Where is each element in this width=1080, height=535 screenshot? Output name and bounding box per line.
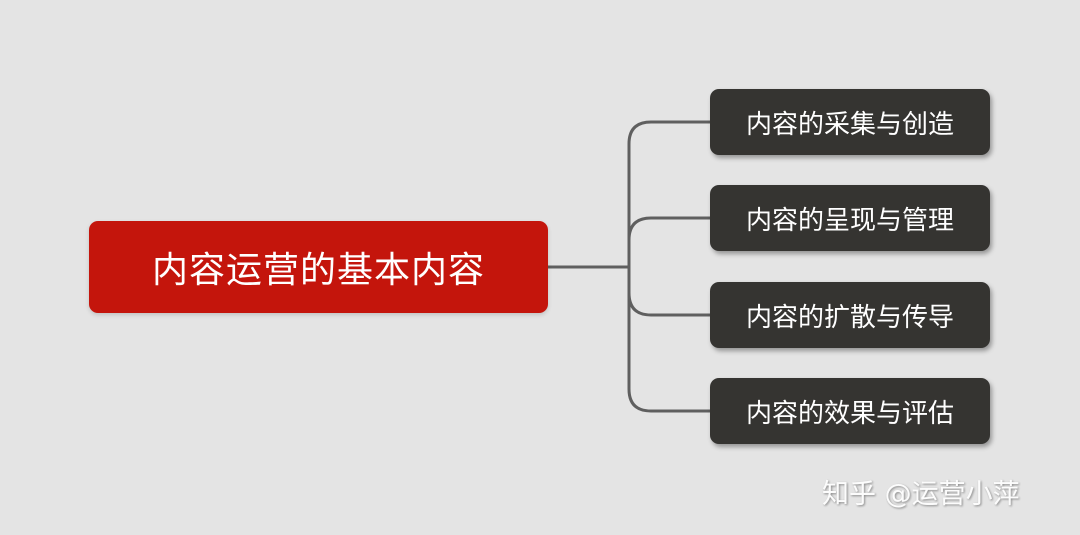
child-label: 内容的扩散与传导	[745, 302, 954, 333]
child-label: 内容的采集与创造	[745, 109, 954, 140]
child-node-diffusion-conduction: 内容的扩散与传导	[710, 282, 990, 348]
watermark: 知乎 @运营小萍	[822, 479, 1020, 510]
root-label: 内容运营的基本内容	[151, 250, 485, 291]
child-node-effect-evaluation: 内容的效果与评估	[710, 378, 990, 444]
child-label: 内容的效果与评估	[745, 398, 954, 429]
child-label: 内容的呈现与管理	[745, 205, 954, 236]
child-node-presentation-management: 内容的呈现与管理	[710, 185, 990, 251]
root-node: 内容运营的基本内容	[89, 221, 548, 313]
child-node-collection-creation: 内容的采集与创造	[710, 89, 990, 155]
